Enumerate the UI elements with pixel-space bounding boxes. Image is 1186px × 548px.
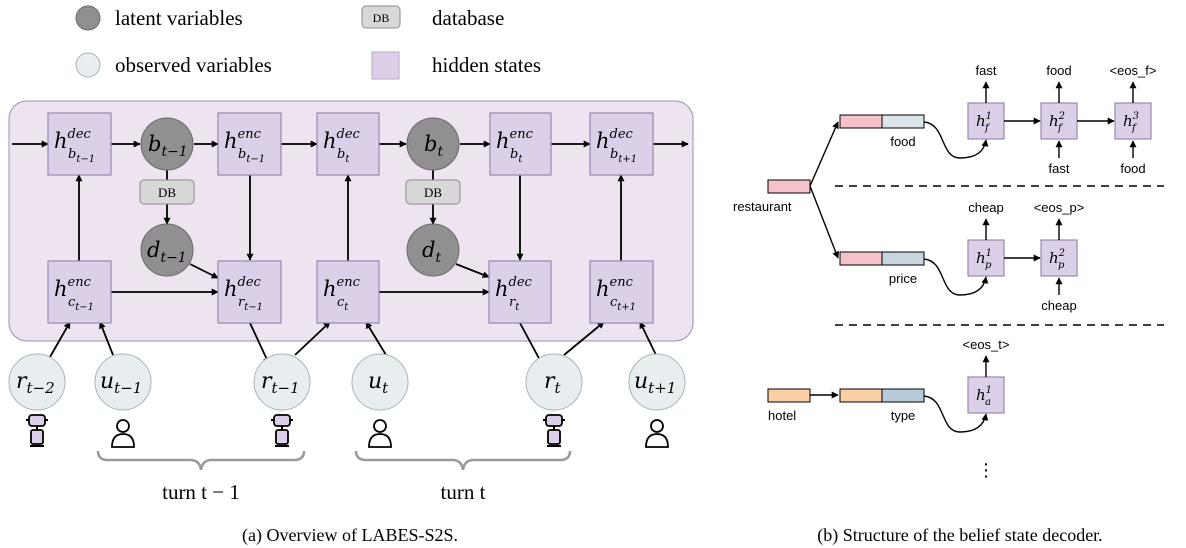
in-food: food	[1120, 161, 1145, 176]
slot-food: food	[890, 134, 915, 149]
brace-turn-prev	[96, 450, 306, 471]
robot-icon	[26, 414, 48, 447]
slot-type: type	[891, 408, 916, 423]
svg-text:h1a: h1a	[976, 385, 992, 408]
price-slot-embedding	[881, 251, 925, 266]
h-f-3	[1114, 102, 1152, 140]
legend-latent-label: latent variables	[115, 6, 243, 30]
out-eos-t: <eos_t>	[963, 337, 1010, 352]
user-icon	[645, 419, 669, 448]
observed-nodes	[8, 353, 686, 411]
legend-observed-label: observed variables	[115, 53, 272, 77]
caption-b: (b) Structure of the belief state decode…	[817, 525, 1102, 546]
obs-u-t	[351, 353, 409, 411]
hotel-embedding	[767, 388, 811, 403]
in-cheap: cheap	[1041, 298, 1076, 313]
legend-hidden-label: hidden states	[432, 53, 541, 77]
decoder-chain-arrows	[982, 81, 1137, 377]
h-dec-b-t+1	[589, 112, 654, 176]
obs-r-t	[525, 353, 583, 411]
obs-u-t-1	[94, 353, 152, 411]
latent-nodes	[140, 117, 460, 277]
h-enc-c-t-1	[47, 260, 112, 324]
slot-restaurant: restaurant	[733, 199, 792, 214]
h-p-2	[1040, 239, 1078, 277]
hotel-domain-embedding	[839, 388, 883, 403]
decoder-tokens: fast food <eos_f> cheap <eos_p> <eos_t> …	[963, 63, 1157, 352]
out-eos-p: <eos_p>	[1034, 200, 1085, 215]
legend: latent variables observed variables DB d…	[75, 5, 541, 80]
price-domain-embedding	[839, 251, 883, 266]
hidden-legend-swatch	[371, 51, 400, 80]
db-label-t: DB	[424, 185, 442, 200]
observed-legend-swatch	[75, 52, 101, 78]
db-box-t	[405, 179, 461, 205]
obs-u-t+1	[628, 353, 686, 411]
ellipsis: ⋮	[977, 460, 995, 480]
h-dec-r-t-1	[217, 260, 282, 324]
user-icon	[111, 419, 135, 448]
out-cheap: cheap	[968, 200, 1003, 215]
h-dec-r-t	[488, 260, 552, 324]
in-fast: fast	[1049, 161, 1070, 176]
out-food: food	[1046, 63, 1071, 78]
h-enc-c-t+1	[589, 260, 654, 324]
h-enc-c-t	[316, 260, 380, 324]
user-icon	[368, 419, 392, 448]
svg-text:h1p: h1p	[976, 248, 992, 271]
legend-database-label: database	[432, 6, 504, 30]
brace-turn-cur	[354, 450, 572, 471]
slot-hotel: hotel	[768, 408, 796, 423]
latent-d-t-1	[140, 223, 194, 277]
hidden-state-boxes	[47, 112, 654, 324]
svg-text:h3f: h3f	[1123, 111, 1139, 134]
food-domain-embedding	[839, 114, 883, 129]
latent-b-t	[406, 117, 460, 171]
legend-db-badge: DB	[373, 11, 390, 25]
h-p-1	[967, 239, 1005, 277]
h-dec-b-t	[316, 112, 380, 176]
svg-text:h2p: h2p	[1049, 248, 1065, 271]
db-legend-swatch	[361, 5, 401, 29]
latent-d-t	[406, 223, 460, 277]
latent-legend-swatch	[75, 5, 101, 31]
latent-b-t-1	[140, 117, 194, 171]
caption-a: (a) Overview of LABES-S2S.	[242, 525, 458, 546]
slot-price: price	[889, 271, 917, 286]
out-eos-f: <eos_f>	[1110, 63, 1157, 78]
h-enc-b-t-1	[217, 112, 282, 176]
svg-text:h2f: h2f	[1049, 111, 1065, 134]
type-slot-embedding	[881, 388, 925, 403]
restaurant-embedding	[767, 179, 811, 194]
turn-prev-label: turn t − 1	[162, 480, 240, 504]
svg-text:h1f: h1f	[976, 111, 992, 134]
robot-icon	[271, 414, 293, 447]
food-slot-embedding	[881, 114, 925, 129]
h-enc-b-t	[489, 112, 552, 176]
db-box-t-1	[139, 179, 195, 205]
robot-icon	[543, 414, 565, 447]
belief-state-decoder: restaurant food price hotel type	[733, 63, 1164, 546]
out-fast: fast	[976, 63, 997, 78]
top-chain-arrows	[12, 140, 689, 365]
db-label-t-1: DB	[158, 185, 176, 200]
obs-r-t-1	[253, 353, 311, 411]
turn-cur-label: turn t	[441, 480, 486, 504]
h-dec-b-t-1	[47, 112, 112, 176]
obs-r-t-2	[8, 353, 66, 411]
